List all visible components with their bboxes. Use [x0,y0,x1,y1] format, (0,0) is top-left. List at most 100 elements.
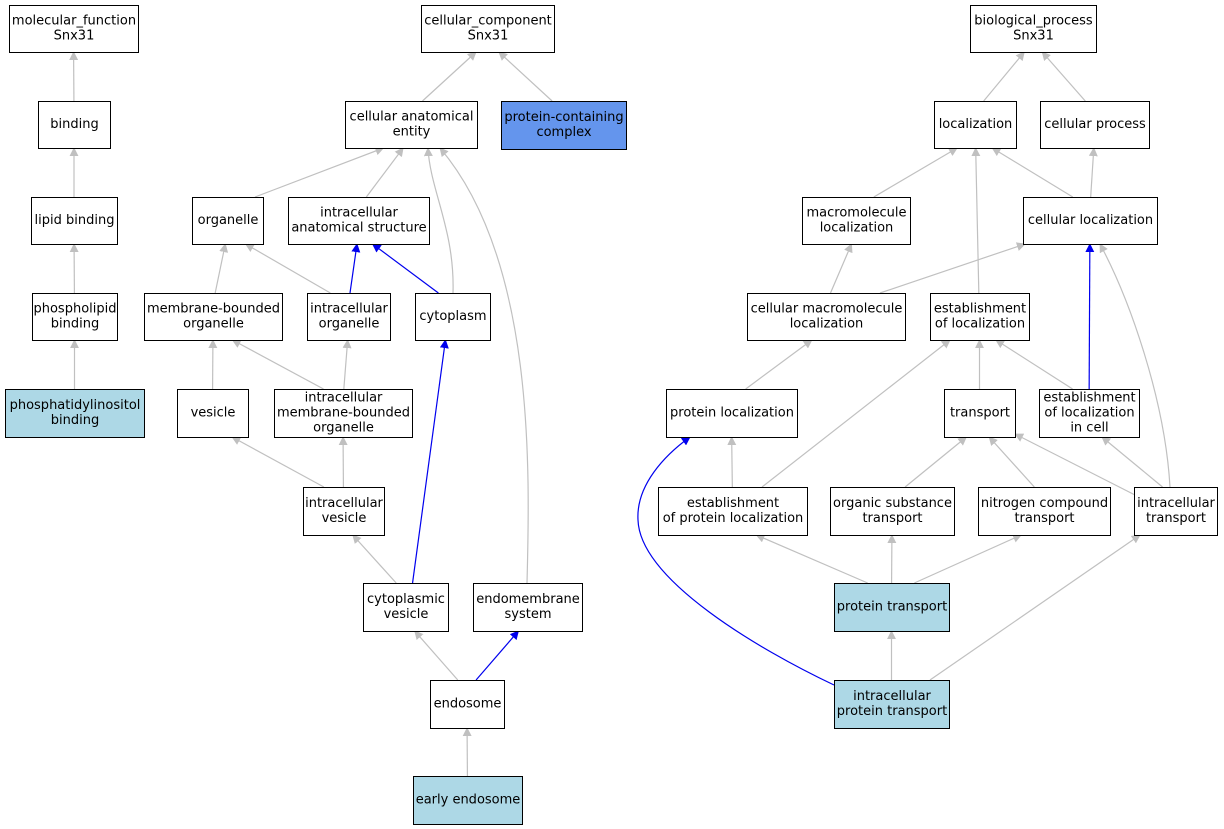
node-label-line: membrane-bounded [277,406,410,421]
edge-cellular-macromolecule-localization-to-macromolecule-localization [829,243,853,294]
node-label-line: phosphatidylinositol [10,398,141,413]
edge-localization-to-bp-root [983,51,1025,102]
node-binding[interactable]: binding [38,101,111,149]
edge-intracellular-protein-transport-to-protein-localization [637,436,835,686]
node-label-line: protein localization [670,406,794,421]
edge-cytoplasm-to-cellular-anatomical-entity [423,147,454,294]
edge-intracellular-protein-transport-to-intracellular-transport [929,534,1141,681]
node-box [830,487,955,536]
node-box [5,389,145,438]
node-label-line: localization [790,317,864,332]
edge-intracellular-transport-to-establishment-of-localization-in-cell [1101,436,1163,488]
node-label-line: cytoplasmic [367,592,445,607]
node-label-line: intracellular [1137,496,1215,511]
node-cellular-process[interactable]: cellular process [1040,101,1150,149]
node-cellular-localization[interactable]: cellular localization [1023,197,1158,245]
node-organelle[interactable]: organelle [192,197,264,245]
node-box [802,197,911,245]
node-box [970,5,1097,53]
node-box [9,5,139,53]
edge-cytoplasmic-vesicle-to-intracellular-vesicle [352,534,397,584]
node-label-line: cellular macromolecule [751,302,903,317]
node-label-line: cellular anatomical [350,110,474,125]
node-vesicle[interactable]: vesicle [177,389,249,438]
node-label-line: molecular_function [12,14,136,29]
node-label-line: cellular_component [424,14,552,29]
node-label-line: system [505,607,552,622]
node-early-endosome[interactable]: early endosome [413,776,523,825]
node-label-line: intracellular [305,496,383,511]
node-label-line: early endosome [416,793,521,808]
node-protein-localization[interactable]: protein localization [666,389,798,438]
node-label-line: phospholipid [33,302,116,317]
node-box [144,293,283,341]
node-label-line: organelle [313,421,374,436]
node-box [1023,197,1158,245]
node-label-line: entity [393,125,431,140]
node-label-line: establishment [934,302,1026,317]
node-transport[interactable]: transport [944,389,1016,438]
node-label-line: vesicle [191,406,236,421]
edge-protein-localization-to-cellular-macromolecule-localization [745,339,813,390]
node-label-line: transport [950,406,1010,421]
node-box [944,389,1016,438]
node-label-line: biological_process [974,14,1093,29]
node-localization[interactable]: localization [934,101,1017,149]
node-box [288,197,430,245]
edge-intracellular-transport-to-cellular-localization [1099,243,1171,488]
edge-protein-transport-to-nitrogen-compound-transport [914,534,1022,584]
edge-cellular-localization-to-localization [991,147,1074,198]
node-label-line: localization [939,117,1013,132]
node-label-line: organelle [198,213,259,228]
node-lipid-binding[interactable]: lipid binding [31,197,118,245]
edge-protein-containing-complex-to-cc-root [498,51,553,102]
node-box [345,101,478,149]
node-protein-transport[interactable]: protein transport [834,583,950,632]
node-box [930,293,1030,341]
edge-intracellular-anatomical-structure-to-cellular-anatomical-entity [365,147,404,198]
edge-intracellular-transport-to-transport [1014,433,1136,496]
node-endosome[interactable]: endosome [430,680,505,729]
node-label-line: protein transport [837,704,947,719]
node-box [978,487,1111,536]
edge-intracellular-organelle-to-organelle [244,243,331,294]
node-label-line: cytoplasm [419,309,486,324]
node-label-line: intracellular [305,391,383,406]
edge-endosome-to-cytoplasmic-vesicle [414,630,459,681]
edge-intracellular-vesicle-to-vesicle [231,436,325,488]
edge-intracellular-organelle-to-intracellular-anatomical-structure [349,243,361,294]
node-box [38,101,111,149]
node-label-line: Snx31 [468,29,509,44]
node-box [307,293,391,341]
node-cytoplasm[interactable]: cytoplasm [415,293,491,341]
edge-establishment-of-protein-localization-to-establishment-of-localization [761,339,951,488]
node-box [415,293,491,341]
node-box [1134,487,1218,536]
edge-cellular-process-to-bp-root [1041,51,1086,102]
node-label-line: Snx31 [1013,29,1054,44]
